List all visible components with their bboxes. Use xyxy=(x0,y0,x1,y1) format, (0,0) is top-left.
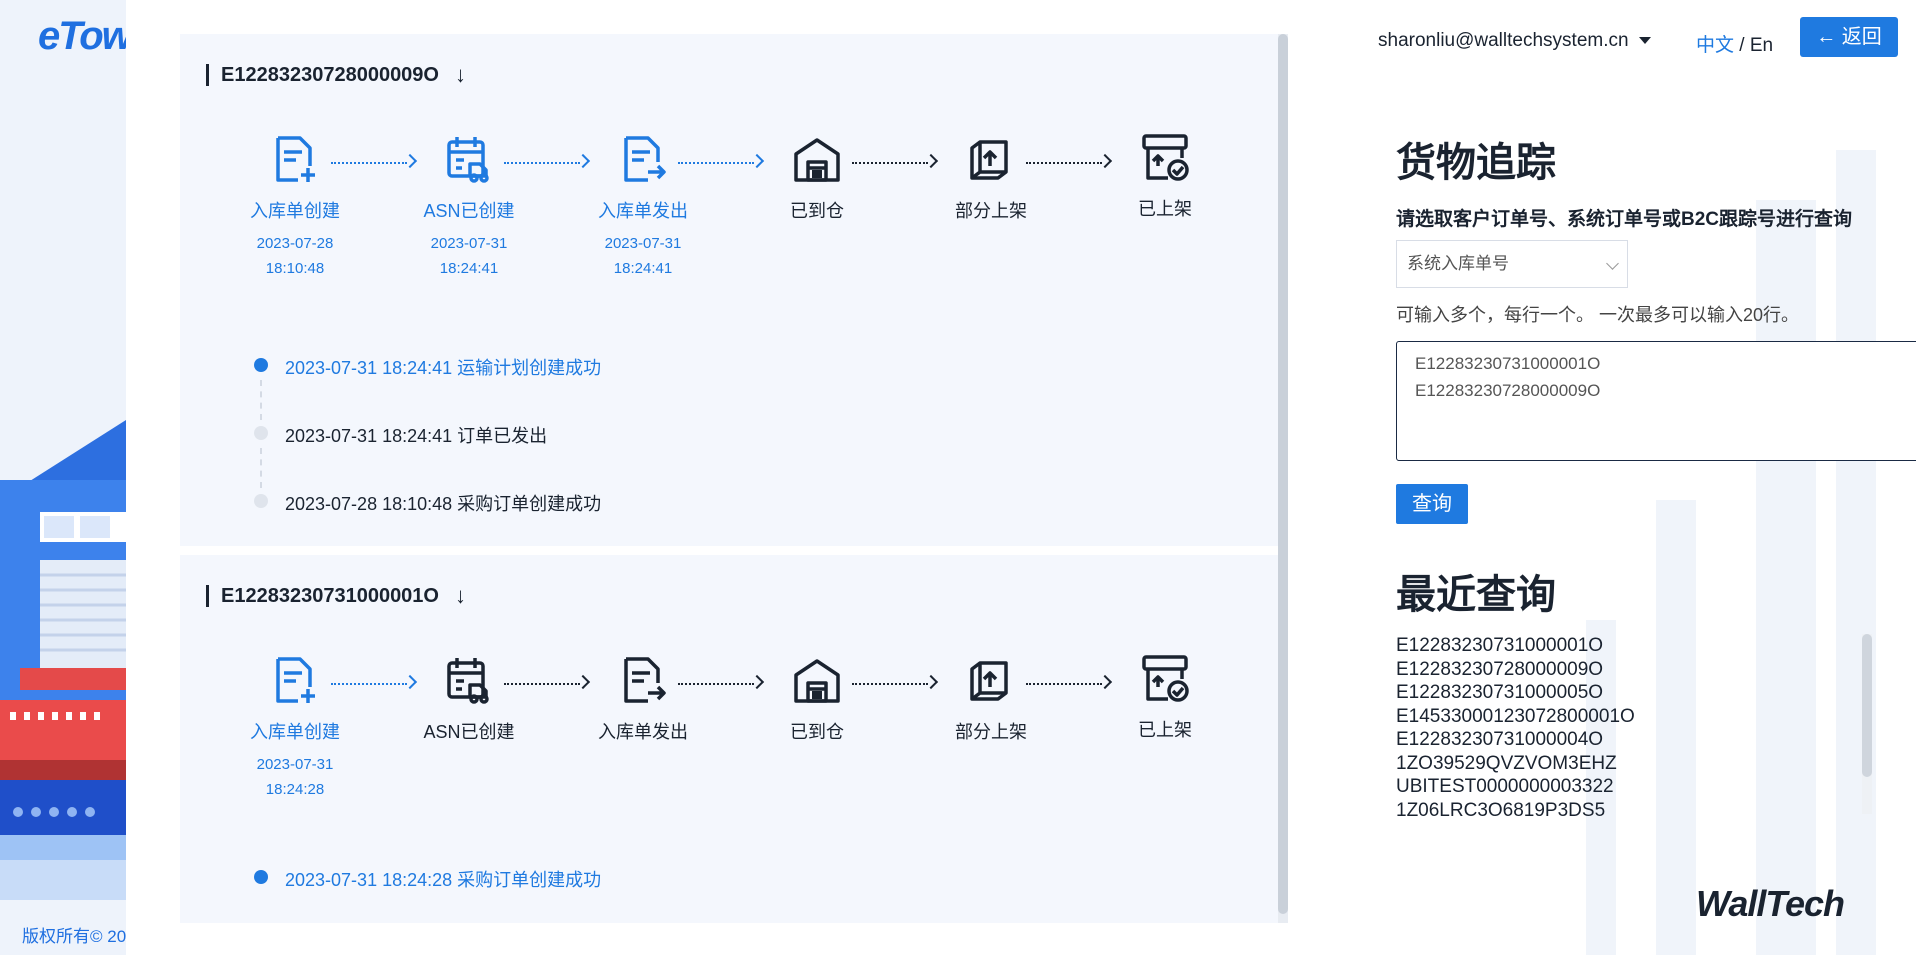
scrollbar-thumb[interactable] xyxy=(1862,634,1872,777)
shelve-partial-icon xyxy=(970,661,1008,701)
tracking-title: 货物追踪 xyxy=(1396,141,1556,185)
recent-scrollbar[interactable] xyxy=(1862,634,1872,814)
step-label: 已到仓 xyxy=(790,201,844,221)
recent-query-item[interactable]: 1ZO39529QVZVOM3EHZ xyxy=(1396,752,1617,774)
arrow-down-icon[interactable]: ↓ xyxy=(455,62,466,87)
tracking-number-input[interactable]: E12283230731000001O E12283230728000009O xyxy=(1396,341,1916,461)
recent-query-item[interactable]: E12283230731000005O xyxy=(1396,682,1604,703)
step-label: 入库单发出 xyxy=(598,722,688,742)
step-label: 入库单创建 xyxy=(250,722,340,742)
recent-query-list: E12283230731000001O E12283230728000009O … xyxy=(1396,634,1635,822)
shelved-check-icon xyxy=(1142,655,1189,702)
timeline-event: 2023-07-31 18:24:41 运输计划创建成功 xyxy=(254,354,601,422)
step-label: 入库单创建 xyxy=(250,201,340,221)
scrollbar-thumb[interactable] xyxy=(1278,34,1288,914)
step-connector xyxy=(852,674,939,690)
step-shelved: 已上架 xyxy=(1100,132,1230,221)
recent-query-item[interactable]: E12283230728000009O xyxy=(1396,658,1604,680)
timeline-event: 2023-07-28 18:10:48 采购订单创建成功 xyxy=(254,490,601,558)
step-label: 已到仓 xyxy=(790,722,844,742)
step-asn-created: ASN已创建 xyxy=(404,655,534,744)
input-hint: 可输入多个，每行一个。 一次最多可以输入20行。 xyxy=(1396,305,1800,325)
shelve-partial-icon xyxy=(970,140,1008,180)
lang-chinese[interactable]: 中文 xyxy=(1696,35,1735,56)
left-background: eTow 版权所有© 20 xyxy=(0,0,126,955)
caret-down-icon xyxy=(1638,37,1651,45)
order-number: E12283230728000009O xyxy=(221,63,439,86)
step-label: 已上架 xyxy=(1138,720,1192,740)
query-button[interactable]: 查询 xyxy=(1396,484,1468,524)
order-number: E12283230731000001O xyxy=(221,584,439,607)
user-account-menu[interactable]: sharonliu@walltechsystem.cn xyxy=(1378,30,1651,52)
step-connector xyxy=(1026,153,1113,169)
chevron-down-icon xyxy=(1606,257,1619,270)
document-send-icon xyxy=(624,657,666,703)
recent-query-item[interactable]: 1Z06LRC3O6819P3DS5 xyxy=(1396,799,1606,821)
step-label: 已上架 xyxy=(1138,199,1192,219)
copyright-text: 版权所有© 20 xyxy=(22,927,126,946)
etower-logo: eTow xyxy=(38,14,126,58)
step-partially-shelved: 部分上架 xyxy=(926,655,1056,744)
recent-query-item[interactable]: E12283230731000004O xyxy=(1396,729,1604,750)
step-connector xyxy=(504,674,591,690)
number-type-select[interactable]: 系统入库单号 xyxy=(1396,240,1628,288)
timeline-event: 2023-07-31 18:24:41 订单已发出 xyxy=(254,422,601,490)
timeline-event: 2023-07-31 18:24:28 采购订单创建成功 xyxy=(254,866,601,934)
order-number-heading: E12283230731000001O ↓ xyxy=(206,583,466,609)
ship-illustration xyxy=(0,420,126,900)
document-plus-icon xyxy=(276,657,315,703)
step-connector xyxy=(1026,674,1113,690)
recent-title: 最近查询 xyxy=(1396,573,1556,617)
warehouse-icon xyxy=(794,659,840,703)
step-inbound-sent: 入库单发出 xyxy=(578,655,708,744)
recent-query-item[interactable]: UBITEST0000000003322 xyxy=(1396,776,1614,797)
step-arrived: 已到仓 xyxy=(752,134,882,223)
arrow-down-icon[interactable]: ↓ xyxy=(455,583,466,608)
step-shelved: 已上架 xyxy=(1100,653,1230,742)
step-connector xyxy=(678,153,765,169)
step-connector xyxy=(504,153,591,169)
lang-english[interactable]: En xyxy=(1749,35,1774,56)
recent-query-item[interactable]: E14533000123072800001O xyxy=(1396,705,1635,727)
document-send-icon xyxy=(624,136,666,182)
warehouse-icon xyxy=(794,138,840,182)
shelved-check-icon xyxy=(1142,134,1189,181)
step-partially-shelved: 部分上架 xyxy=(926,134,1056,223)
step-label: 部分上架 xyxy=(955,201,1027,221)
back-button[interactable]: ← 返回 xyxy=(1800,17,1898,57)
step-connector xyxy=(678,674,765,690)
user-email: sharonliu@walltechsystem.cn xyxy=(1378,30,1629,51)
tracking-subtitle: 请选取客户订单号、系统订单号或B2C跟踪号进行查询 xyxy=(1396,209,1853,230)
search-panel: sharonliu@walltechsystem.cn 中文 / En ← 返回… xyxy=(1316,0,1916,955)
calendar-truck-icon xyxy=(447,658,489,704)
step-label: ASN已创建 xyxy=(423,722,515,742)
step-arrived: 已到仓 xyxy=(752,655,882,744)
step-label: 部分上架 xyxy=(955,722,1027,742)
step-label: ASN已创建 xyxy=(423,201,515,221)
recent-query-item[interactable]: E12283230731000001O xyxy=(1396,635,1604,656)
event-timeline: 2023-07-31 18:24:41 运输计划创建成功 2023-07-31 … xyxy=(254,354,601,558)
calendar-truck-icon xyxy=(447,137,489,183)
event-timeline: 2023-07-31 18:24:28 采购订单创建成功 xyxy=(254,866,601,934)
document-plus-icon xyxy=(276,136,315,182)
step-connector xyxy=(331,153,418,169)
language-switcher: 中文 / En xyxy=(1696,35,1774,56)
walltech-logo: WallTech xyxy=(1696,883,1845,924)
order-number-heading: E12283230728000009O ↓ xyxy=(206,62,466,88)
step-label: 入库单发出 xyxy=(598,201,688,221)
step-connector xyxy=(331,674,418,690)
step-connector xyxy=(852,153,939,169)
results-scrollbar[interactable] xyxy=(1278,34,1288,923)
